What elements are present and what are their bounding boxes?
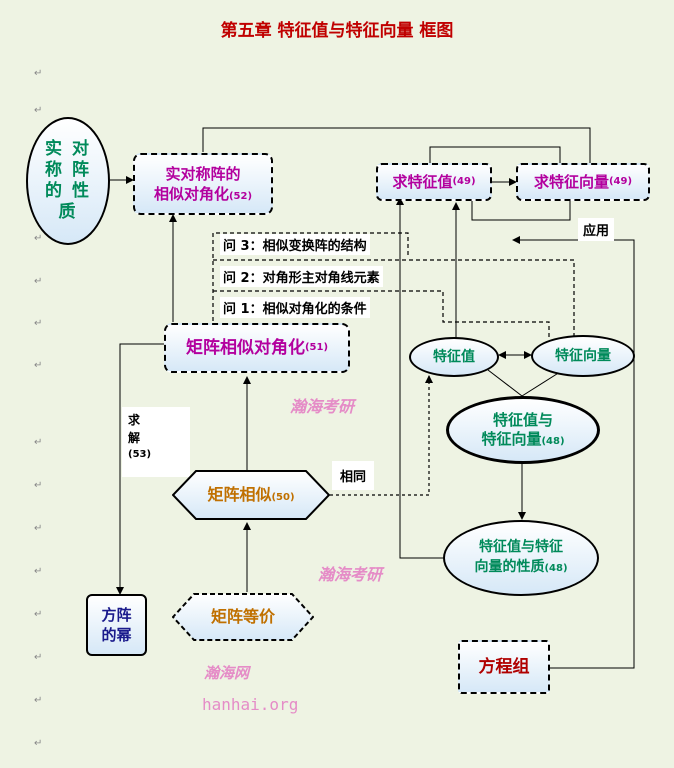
line-top-loop	[202, 127, 591, 165]
node-juzhen-xiangsi-duijiao: 矩阵相似对角化(51)	[164, 323, 350, 373]
paragraph-mark-5: ↵	[34, 318, 43, 329]
line-xingzhi-to-qiu	[396, 197, 443, 559]
line-zhi-to-center	[487, 369, 523, 397]
node-tezheng-center: 特征值与 特征向量(48)	[446, 396, 600, 464]
num-51: (51)	[304, 342, 329, 354]
paragraph-mark-12: ↵	[34, 652, 43, 663]
line-xiangliang-to-center	[521, 371, 561, 397]
node-tezhengxiangliang: 特征向量	[531, 335, 635, 377]
text-shiduichen-xiangsi-2: 相似对角化(52)	[154, 184, 252, 204]
num-53: (53)	[128, 449, 152, 460]
num-49b: (49)	[608, 176, 633, 188]
watermark-4: hanhai.org	[202, 695, 299, 714]
paragraph-mark-13: ↵	[34, 695, 43, 706]
text-tezhengxiangliang: 特征向量	[555, 347, 611, 364]
dash-wen2	[213, 259, 575, 340]
text-fangchengzu: 方程组	[478, 656, 530, 677]
node-tezhengzhi: 特征值	[409, 337, 499, 377]
num-49a: (49)	[452, 176, 476, 188]
text-shiduichen-xiangsi-2a: 相似对角化	[153, 185, 229, 203]
paragraph-mark-2: ↵	[34, 105, 43, 116]
text-qiu: 求	[128, 413, 141, 427]
text-shiduichen-xingzhi: 实 对 称 阵 的 性 质	[45, 138, 91, 223]
text-juzhen-dengjia: 矩阵等价	[210, 607, 275, 627]
line-below-qiu	[471, 200, 571, 221]
watermark-2: 瀚海考研	[318, 565, 383, 584]
label-wen2: 问 2：对角形主对角线元素	[220, 266, 383, 287]
dash-wen3	[212, 232, 409, 335]
paragraph-mark-1: ↵	[34, 68, 43, 79]
paragraph-mark-7: ↵	[34, 437, 43, 448]
text-xingzhi-1: 特征值与特征	[479, 539, 563, 556]
text-fangzhen: 方阵	[101, 605, 132, 624]
text-qiu-tezhengzhi: 求特征值	[392, 172, 453, 191]
paragraph-mark-4: ↵	[34, 276, 43, 287]
text-center-2a: 特征向量	[481, 430, 542, 448]
watermark-1: 瀚海考研	[290, 397, 355, 416]
page-title: 第五章 特征值与特征向量 框图	[220, 21, 454, 41]
text-demi: 的幂	[101, 626, 132, 644]
text-xingzhi-2: 向量的性质(48)	[474, 558, 567, 578]
text-tezhengzhi: 特征值	[433, 348, 475, 365]
hexagon-xiangsi-shape	[172, 470, 330, 520]
node-qiu-tezhengzhi: 求特征值(49)	[376, 163, 492, 201]
paragraph-mark-10: ↵	[34, 566, 43, 577]
paragraph-mark-6: ↵	[34, 360, 43, 371]
num-48b: (48)	[544, 563, 568, 574]
paragraph-mark-14: ↵	[34, 738, 43, 749]
node-shiduichen-xiangsi: 实对称阵的 相似对角化(52)	[133, 153, 273, 215]
line-qiujie	[116, 343, 165, 595]
paragraph-mark-9: ↵	[34, 523, 43, 534]
line-qiu-loop	[429, 146, 561, 165]
node-fangchengzu: 方程组	[458, 640, 550, 694]
paragraph-mark-8: ↵	[34, 480, 43, 491]
node-juzhen-dengjia: 矩阵等价	[172, 593, 314, 641]
node-juzhen-xiangsi: 矩阵相似(50)	[172, 470, 330, 520]
text-qiu-tezhengxiangliang: 求特征向量	[533, 172, 609, 191]
label-yingyong: 应用	[578, 218, 615, 241]
paragraph-mark-3: ↵	[34, 233, 43, 244]
label-wen1: 问 1：相似对角化的条件	[220, 297, 370, 318]
paragraph-mark-11: ↵	[34, 609, 43, 620]
num-48a: (48)	[541, 436, 565, 447]
text-xingzhi-2a: 向量的性质	[474, 559, 545, 575]
label-xiangtong: 相同	[332, 461, 375, 490]
node-xingzhi: 特征值与特征 向量的性质(48)	[443, 520, 599, 596]
text-juzhen-xiangsi-duijiao: 矩阵相似对角化	[185, 337, 305, 358]
label-wen3: 问 3：相似变换阵的结构	[220, 234, 370, 255]
text-center-1: 特征值与	[492, 410, 553, 429]
dash-wen1	[213, 290, 550, 340]
dash-xiangtong	[330, 375, 433, 496]
num-52: (52)	[228, 191, 253, 202]
label-qiujie: 求 解 (53)	[122, 407, 190, 477]
line-fangchengzu-yingyong	[512, 236, 635, 669]
text-jie: 解	[128, 431, 141, 445]
text-shiduichen-xiangsi-1: 实对称阵的	[165, 164, 241, 183]
hexagon-dengjia-shape	[172, 593, 314, 641]
node-shiduichen-xingzhi: 实 对 称 阵 的 性 质	[26, 117, 110, 245]
text-juzhen-xiangsi-wrap: 矩阵相似(50)	[207, 484, 294, 506]
text-center-2: 特征向量(48)	[481, 430, 564, 450]
node-qiu-tezhengxiangliang: 求特征向量(49)	[516, 163, 650, 201]
node-fangzhen-mi: 方阵 的幂	[86, 594, 147, 656]
text-juzhen-xiangsi: 矩阵相似	[207, 485, 272, 505]
num-50: (50)	[271, 492, 295, 504]
watermark-3: 瀚海网	[204, 664, 250, 682]
